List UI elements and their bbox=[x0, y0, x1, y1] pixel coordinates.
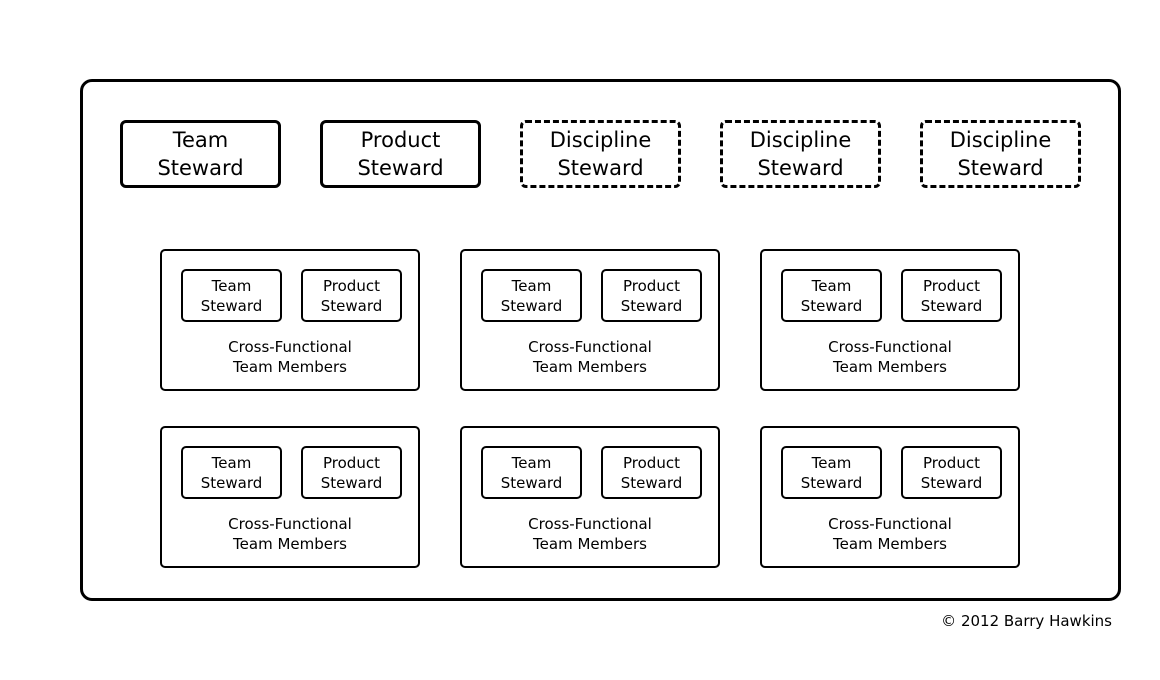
team-box: Team Steward Product Steward Cross-Funct… bbox=[760, 249, 1020, 391]
top-discipline-steward-box: Discipline Steward bbox=[720, 120, 881, 188]
team-steward-label: Team Steward bbox=[800, 276, 863, 315]
product-steward-label: Product Steward bbox=[320, 276, 383, 315]
team-steward-label: Team Steward bbox=[200, 276, 263, 315]
top-team-steward-box: Team Steward bbox=[120, 120, 281, 188]
top-role-label: Discipline Steward bbox=[949, 128, 1052, 180]
top-role-label: Team Steward bbox=[157, 128, 244, 180]
team-members-label: Cross-Functional Team Members bbox=[228, 338, 352, 376]
team-members-label: Cross-Functional Team Members bbox=[828, 515, 952, 553]
team-steward-box: Team Steward bbox=[181, 269, 282, 322]
product-steward-box: Product Steward bbox=[301, 446, 402, 499]
product-steward-box: Product Steward bbox=[901, 269, 1002, 322]
team-steward-label: Team Steward bbox=[500, 453, 563, 492]
product-steward-label: Product Steward bbox=[320, 453, 383, 492]
team-steward-box: Team Steward bbox=[181, 446, 282, 499]
team-members-label: Cross-Functional Team Members bbox=[828, 338, 952, 376]
team-steward-box: Team Steward bbox=[481, 446, 582, 499]
product-steward-label: Product Steward bbox=[920, 453, 983, 492]
team-box: Team Steward Product Steward Cross-Funct… bbox=[460, 249, 720, 391]
top-role-label: Discipline Steward bbox=[749, 128, 852, 180]
product-steward-box: Product Steward bbox=[601, 269, 702, 322]
team-steward-label: Team Steward bbox=[800, 453, 863, 492]
product-steward-label: Product Steward bbox=[620, 276, 683, 315]
top-role-label: Product Steward bbox=[357, 128, 444, 180]
team-steward-label: Team Steward bbox=[200, 453, 263, 492]
product-steward-box: Product Steward bbox=[301, 269, 402, 322]
team-steward-label: Team Steward bbox=[500, 276, 563, 315]
top-discipline-steward-box: Discipline Steward bbox=[920, 120, 1081, 188]
product-steward-box: Product Steward bbox=[901, 446, 1002, 499]
product-steward-label: Product Steward bbox=[920, 276, 983, 315]
team-box: Team Steward Product Steward Cross-Funct… bbox=[760, 426, 1020, 568]
organization-boundary bbox=[80, 79, 1121, 601]
team-steward-box: Team Steward bbox=[781, 446, 882, 499]
product-steward-label: Product Steward bbox=[620, 453, 683, 492]
top-role-label: Discipline Steward bbox=[549, 128, 652, 180]
team-steward-box: Team Steward bbox=[481, 269, 582, 322]
top-discipline-steward-box: Discipline Steward bbox=[520, 120, 681, 188]
top-product-steward-box: Product Steward bbox=[320, 120, 481, 188]
team-box: Team Steward Product Steward Cross-Funct… bbox=[160, 426, 420, 568]
team-members-label: Cross-Functional Team Members bbox=[528, 338, 652, 376]
team-members-label: Cross-Functional Team Members bbox=[528, 515, 652, 553]
team-steward-box: Team Steward bbox=[781, 269, 882, 322]
team-box: Team Steward Product Steward Cross-Funct… bbox=[460, 426, 720, 568]
copyright-notice: © 2012 Barry Hawkins bbox=[941, 612, 1112, 630]
team-members-label: Cross-Functional Team Members bbox=[228, 515, 352, 553]
product-steward-box: Product Steward bbox=[601, 446, 702, 499]
team-box: Team Steward Product Steward Cross-Funct… bbox=[160, 249, 420, 391]
